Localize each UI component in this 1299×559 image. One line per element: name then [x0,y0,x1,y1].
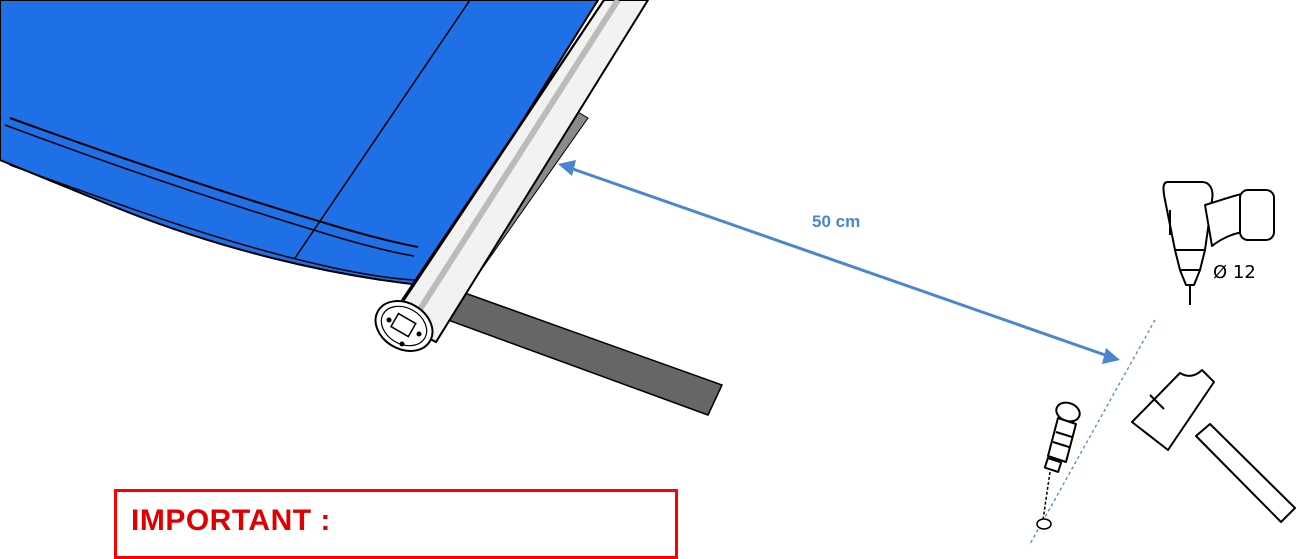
alignment-guide [1029,319,1156,544]
drill-diameter-label: Ø 12 [1213,262,1256,283]
dimension-label: 50 cm [812,212,861,231]
important-notice: IMPORTANT : [114,489,678,559]
hammer-icon [1131,369,1296,523]
dimension-arrow [558,160,1120,364]
anchor-plug-icon [1036,401,1081,530]
installation-diagram [0,0,1296,544]
roller-tube [374,0,650,352]
drill-icon [1162,181,1275,305]
important-title: IMPORTANT : [131,504,331,537]
pool-cover [0,0,600,287]
